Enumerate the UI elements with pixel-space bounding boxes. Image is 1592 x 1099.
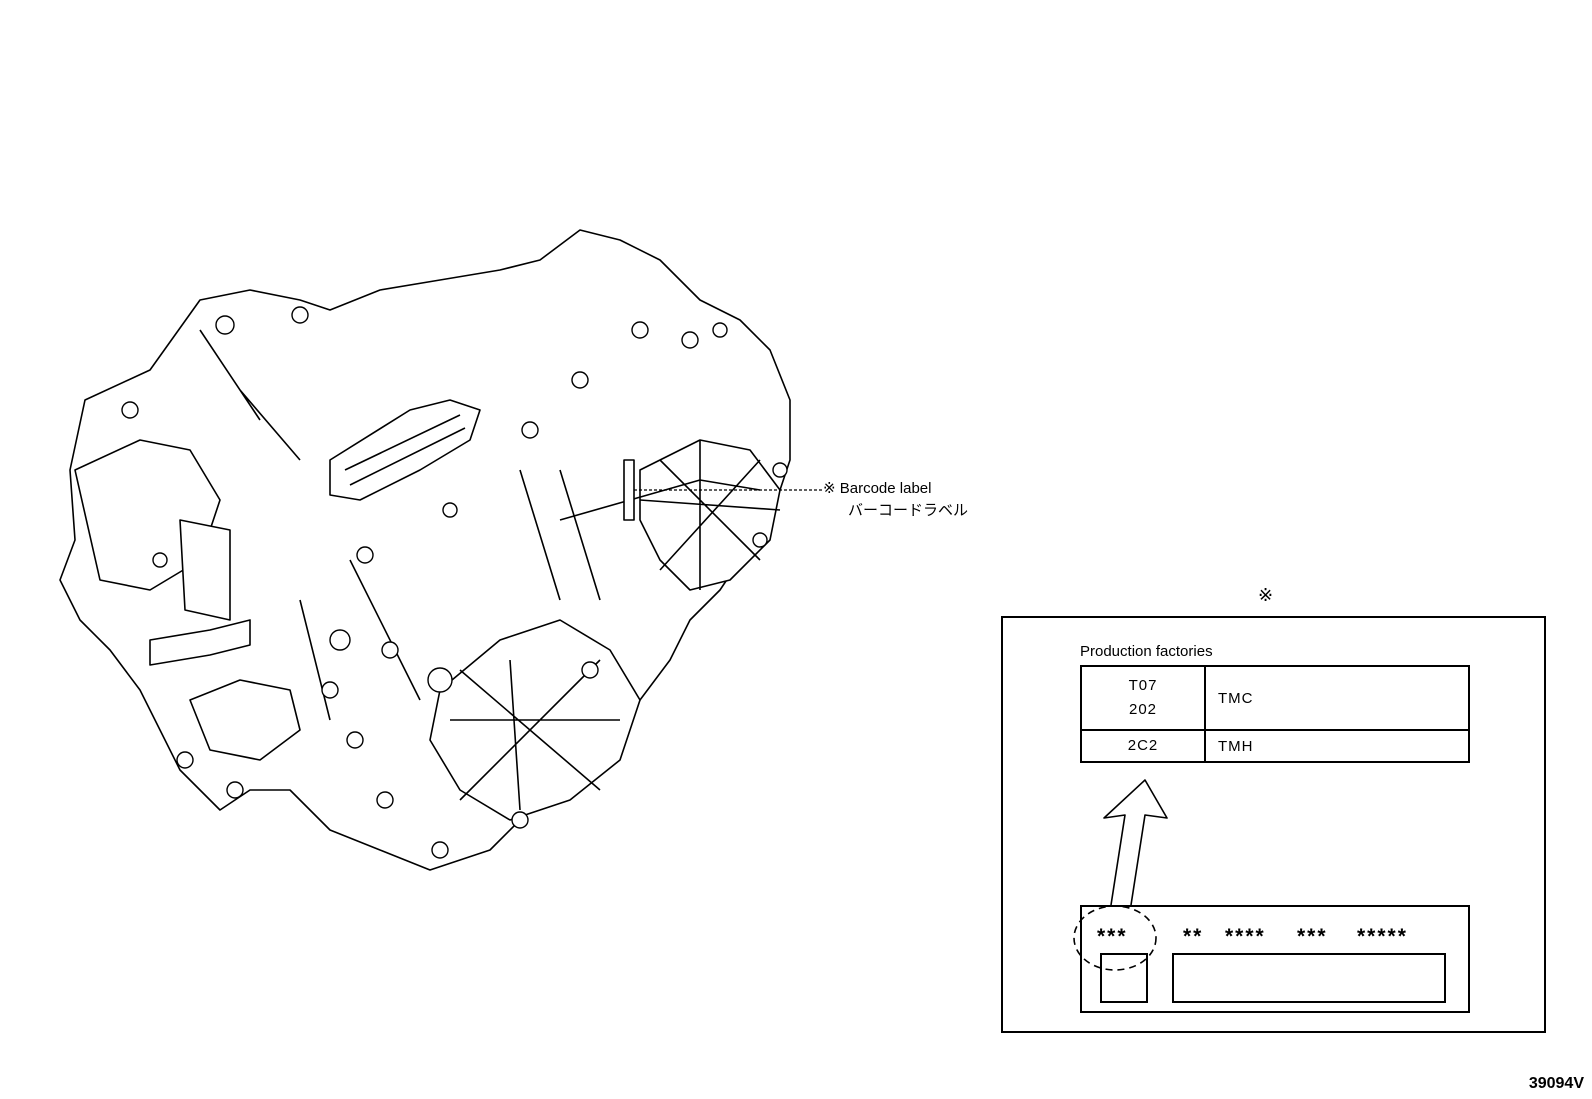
barcode-label-sample bbox=[1080, 905, 1470, 1013]
barcode-callout: ※ Barcode label bbox=[823, 478, 931, 500]
barcode-label bbox=[623, 459, 635, 521]
detail-reference-mark: ※ bbox=[1258, 585, 1274, 605]
pointer-arrow bbox=[1103, 779, 1168, 906]
label-field: **** bbox=[1225, 925, 1266, 948]
label-field-factory: *** bbox=[1097, 925, 1128, 948]
label-field: ***** bbox=[1357, 925, 1408, 948]
factory-code: 2C2 bbox=[1082, 731, 1206, 761]
barcode-small bbox=[1100, 953, 1148, 1003]
table-row: T07 202 TMC bbox=[1082, 667, 1468, 729]
barcode-label-en: Barcode label bbox=[839, 480, 932, 497]
factory-code: T07 bbox=[1128, 677, 1158, 694]
label-field: *** bbox=[1297, 925, 1328, 948]
reference-mark: ※ bbox=[823, 480, 836, 497]
factory-name: TMH bbox=[1218, 737, 1254, 755]
barcode-large bbox=[1172, 953, 1446, 1003]
factory-name: TMC bbox=[1218, 689, 1254, 707]
figure-code: 39094V bbox=[1528, 1075, 1584, 1092]
table-row: 2C2 TMH bbox=[1082, 729, 1468, 761]
factory-table: T07 202 TMC 2C2 TMH bbox=[1080, 665, 1470, 763]
factory-code: 202 bbox=[1128, 701, 1158, 718]
production-factories-title: Production factories bbox=[1080, 643, 1213, 660]
barcode-label-ja: バーコードラベル bbox=[848, 502, 969, 519]
detail-panel bbox=[1001, 616, 1546, 1033]
factory-code-cell: T07 202 bbox=[1082, 667, 1206, 729]
label-field: ** bbox=[1183, 925, 1204, 948]
hose bbox=[149, 619, 251, 666]
valve-body bbox=[329, 399, 481, 501]
